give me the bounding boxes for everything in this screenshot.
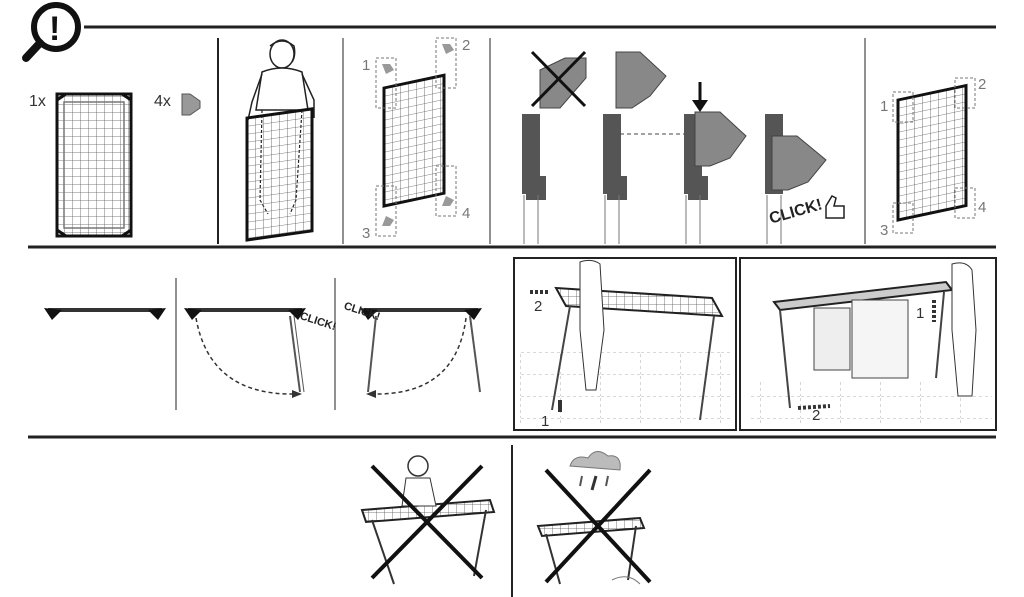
- clip-quantity: 4x: [154, 93, 171, 110]
- unfold-right-leg: CLICK!: [342, 300, 482, 398]
- panel-person-holding-rack: [245, 39, 315, 242]
- click-right-label: CLICK!: [342, 300, 381, 323]
- move-step-2: 2: [534, 298, 542, 315]
- tube-2: [603, 114, 627, 244]
- prohibited-sitting-icon: [360, 455, 496, 585]
- panel-moving-rack-2: 1 2: [739, 257, 997, 431]
- move2-step-1: 1: [916, 305, 924, 322]
- thumbs-up-icon: [825, 195, 845, 219]
- clip-step-4: 4: [462, 205, 470, 222]
- panel-clip-mounting: CLICK!: [522, 50, 845, 244]
- panel-clips-mounted: 1 2 3 4: [880, 76, 986, 239]
- move2-step-2: 2: [812, 407, 820, 424]
- mounted-step-3: 3: [880, 222, 888, 239]
- prohibited-rain-icon: [536, 451, 652, 585]
- panel-moving-rack-1: 2 1: [513, 257, 737, 431]
- clip-part-icon: [181, 93, 201, 116]
- warning-magnifier-icon: !: [22, 2, 81, 62]
- tube-3: [684, 111, 747, 244]
- unfold-left-leg: CLICK!: [184, 308, 337, 398]
- move-step-1: 1: [541, 413, 549, 430]
- folded-rack: [55, 92, 133, 238]
- mounted-step-4: 4: [978, 199, 986, 216]
- mounted-step-2: 2: [978, 76, 986, 93]
- wrong-orientation: [530, 50, 587, 109]
- tube-1: [522, 114, 546, 244]
- click-left-label: CLICK!: [298, 310, 337, 333]
- arrow-down-icon: [692, 82, 708, 112]
- panel-clip-positions: 1 2 3 4: [362, 37, 470, 242]
- frame-quantity: 1x: [29, 93, 46, 110]
- clip-step-1: 1: [362, 57, 370, 74]
- dividers: [28, 38, 996, 597]
- tube-4: [765, 114, 827, 244]
- folded-side-view: [44, 308, 166, 320]
- click-label: CLICK!: [767, 196, 824, 227]
- panel-parts: 1x 4x: [29, 92, 201, 238]
- clip-step-3: 3: [362, 225, 370, 242]
- mounted-step-1: 1: [880, 98, 888, 115]
- held-rack: [245, 107, 314, 242]
- correct-orientation: [615, 51, 667, 109]
- clip-step-2: 2: [462, 37, 470, 54]
- warning-glyph: !: [49, 10, 60, 48]
